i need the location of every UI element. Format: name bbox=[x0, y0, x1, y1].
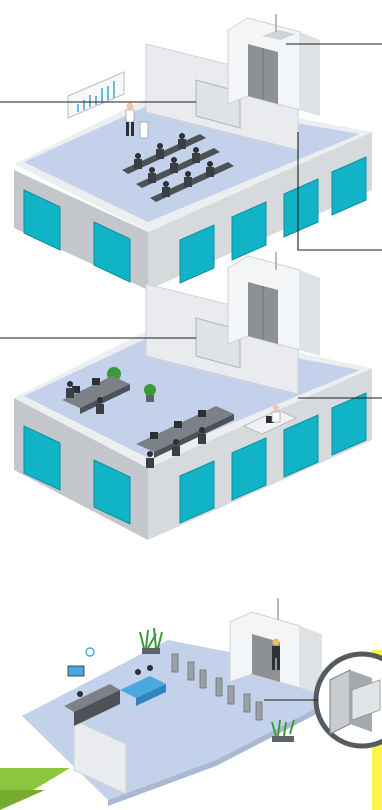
floor-office bbox=[14, 252, 372, 540]
lounge-seating bbox=[120, 665, 166, 706]
desk-cluster-b bbox=[136, 406, 234, 468]
desk-cluster-a bbox=[62, 376, 130, 414]
reception-desk bbox=[64, 665, 120, 726]
clock-icon bbox=[85, 647, 95, 657]
floor-conference bbox=[14, 14, 372, 290]
potted-plant-icon bbox=[139, 627, 295, 737]
elevator-icon bbox=[227, 252, 320, 356]
callout-lines bbox=[0, 43, 382, 701]
turnstile-icon bbox=[171, 653, 263, 721]
floor1-windows-right bbox=[179, 156, 367, 284]
presenter-figure bbox=[125, 102, 149, 139]
elevator-icon bbox=[227, 14, 320, 116]
floor3-floor-edge bbox=[108, 700, 332, 806]
floor2-windows-left bbox=[23, 425, 131, 525]
green-accent-shadow bbox=[0, 790, 45, 810]
floor1-windows-left bbox=[23, 189, 131, 283]
floor3-glass-partition bbox=[73, 719, 127, 795]
turnstile-gate-closeup-icon bbox=[313, 651, 382, 749]
floor2-windows-right bbox=[179, 392, 367, 524]
audience-rows bbox=[122, 133, 234, 202]
floor-lobby bbox=[22, 598, 382, 806]
desk-cluster-c bbox=[243, 405, 297, 435]
visitor-figure bbox=[272, 638, 280, 670]
whiteboard-chart-icon bbox=[67, 71, 125, 119]
callout-line-conference-right bbox=[297, 132, 382, 251]
